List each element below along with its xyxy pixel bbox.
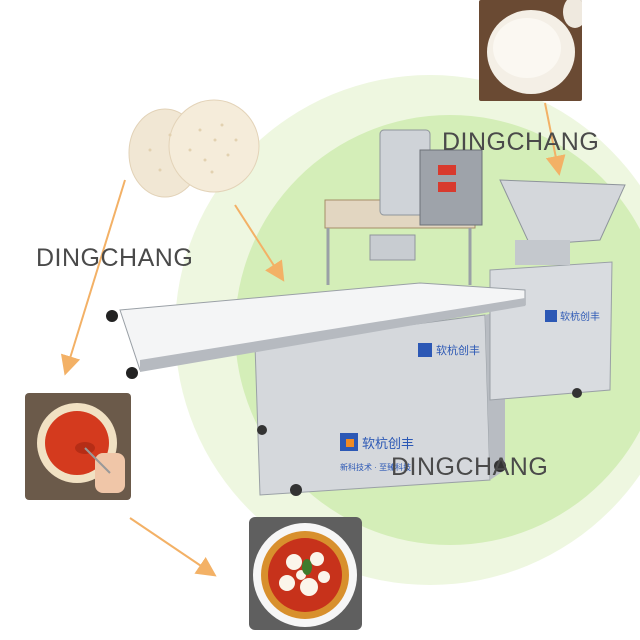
wheel — [494, 460, 506, 472]
control-display-2 — [438, 182, 456, 192]
right-cabinet — [489, 261, 613, 401]
watermark-top: DINGCHANG — [442, 128, 600, 156]
panel-logo-text-3: 软杭创丰 — [560, 310, 600, 323]
arrow-left-upper — [234, 204, 285, 282]
logo-mark-2 — [418, 343, 432, 357]
logo-mark-accent — [346, 439, 354, 447]
conveyor-knob — [106, 310, 118, 322]
finished-pizza-photo — [249, 517, 362, 630]
panel-logo-text-2: 软杭创丰 — [436, 343, 480, 357]
press-plate — [369, 234, 416, 261]
panel-slogan-text: 新科技术 · 至臻科技 — [340, 462, 411, 472]
wheel — [572, 388, 582, 398]
watermark-bottom: DINGCHANG — [391, 453, 549, 481]
watermark-left: DINGCHANG — [36, 244, 194, 272]
arrow-bottom — [129, 517, 217, 577]
hopper — [499, 179, 626, 246]
panel-logo-text: 软杭创丰 — [362, 436, 414, 451]
wheel — [290, 484, 302, 496]
arrow-left-down — [60, 179, 126, 376]
sauce-pizza-photo — [25, 393, 131, 500]
conveyor-knob — [126, 367, 138, 379]
arrow-top — [544, 102, 566, 176]
hopper-neck — [515, 240, 570, 265]
logo-mark-3 — [545, 310, 557, 322]
control-display — [438, 165, 456, 175]
conveyor-rail — [140, 298, 525, 372]
wheel — [257, 425, 267, 435]
dough-ball-photo — [479, 0, 582, 101]
